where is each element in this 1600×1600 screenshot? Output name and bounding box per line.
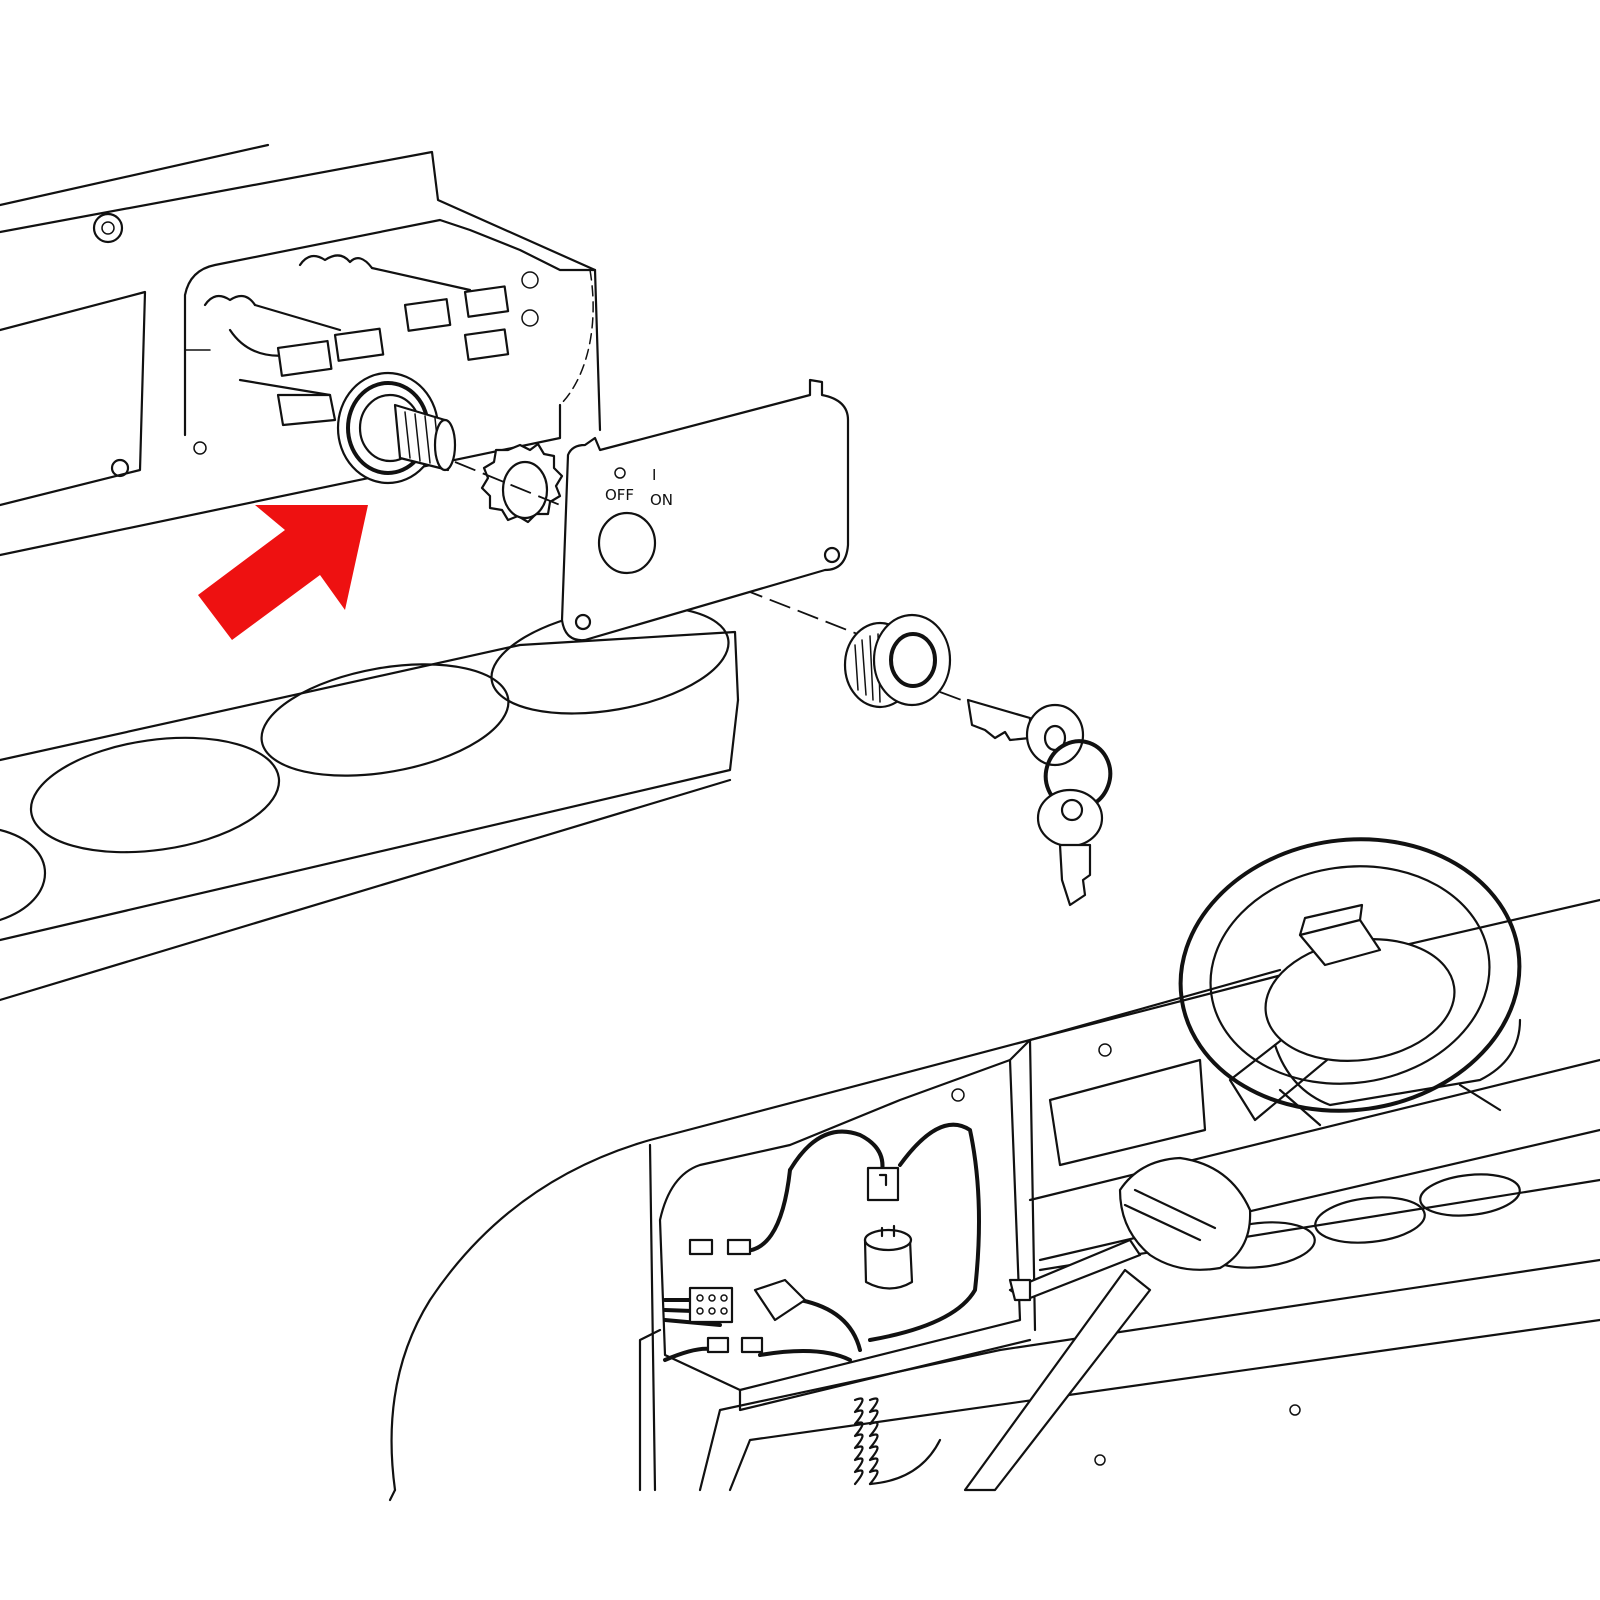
switch-face-plate: OFF I ON bbox=[560, 378, 850, 642]
label-on-mark: I bbox=[652, 466, 656, 484]
label-off: OFF bbox=[605, 486, 634, 504]
label-on: ON bbox=[650, 491, 673, 509]
cart-overview bbox=[388, 837, 1600, 1502]
callout-arrow-icon bbox=[198, 505, 368, 640]
star-lock-washer bbox=[480, 442, 564, 524]
switch-nut bbox=[843, 613, 952, 709]
key-switch-body bbox=[336, 371, 457, 485]
key-icon bbox=[966, 698, 1113, 907]
assembly-axis-line bbox=[454, 461, 561, 506]
dash-upper-detail bbox=[0, 143, 740, 1002]
